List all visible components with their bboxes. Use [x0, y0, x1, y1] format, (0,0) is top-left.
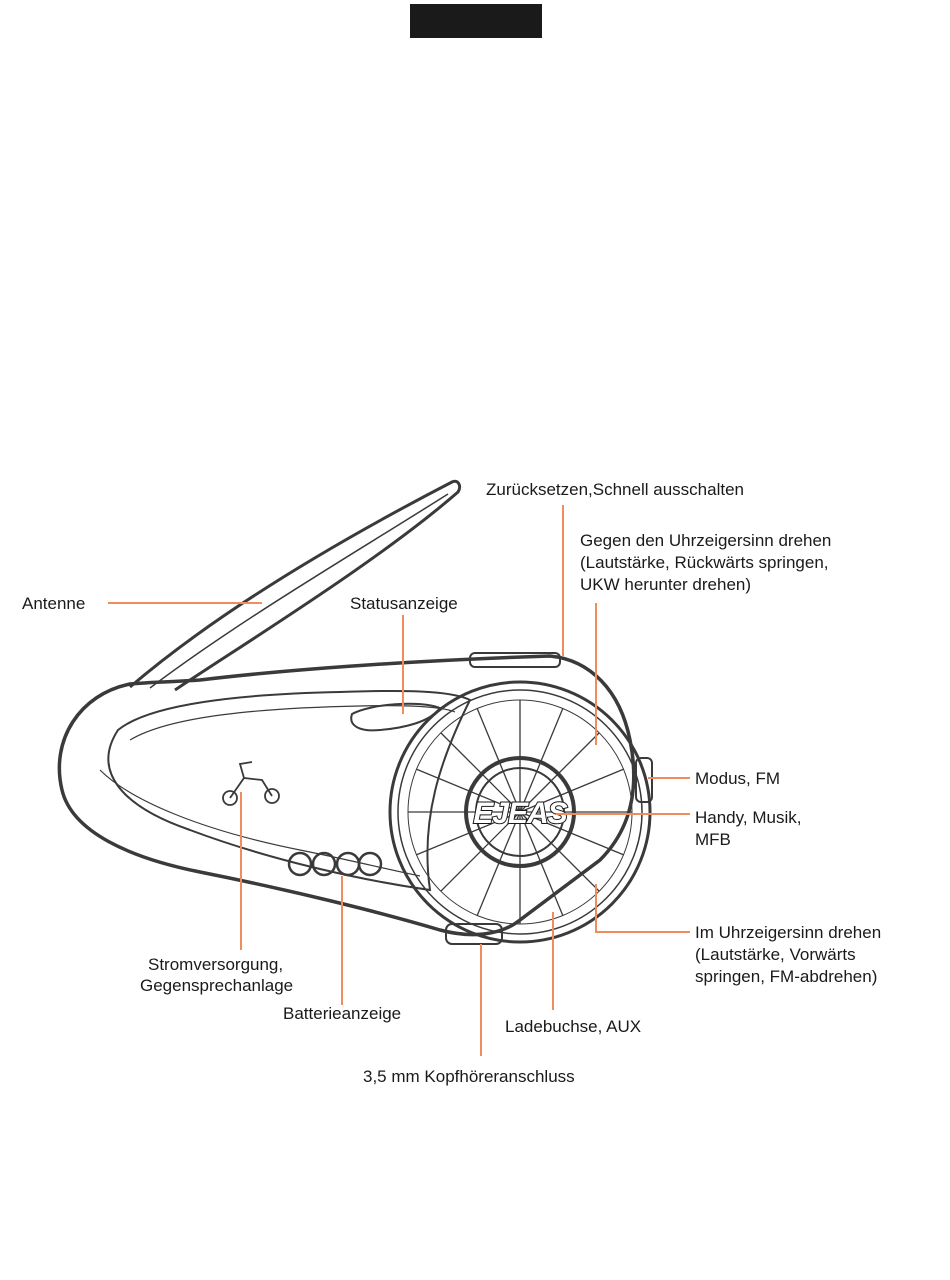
label-ccw-3: UKW herunter drehen) [580, 575, 751, 594]
label-phone-2: MFB [695, 830, 731, 849]
intercom-device: EJEAS [57, 479, 653, 945]
label-battery: Batterieanzeige [283, 1004, 401, 1023]
label-ccw-2: (Lautstärke, Rückwärts springen, [580, 553, 829, 572]
device-body [57, 654, 636, 937]
control-dial: EJEAS [388, 680, 652, 944]
label-reset: Zurücksetzen,Schnell ausschalten [486, 480, 744, 499]
reset-button [469, 652, 561, 668]
headphone-jack [445, 923, 503, 945]
battery-indicator [287, 851, 383, 877]
labels: Antenne Statusanzeige Zurücksetzen,Schne… [22, 480, 881, 1086]
header-bar [410, 4, 542, 38]
mode-button [635, 757, 653, 803]
label-phone-1: Handy, Musik, [695, 808, 801, 827]
label-status: Statusanzeige [350, 594, 458, 613]
logo-text: EJEAS [473, 797, 567, 830]
status-indicator [350, 702, 442, 732]
label-power-1: Stromversorgung, [148, 955, 283, 974]
antenna-shape [129, 479, 462, 692]
label-charging: Ladebuchse, AUX [505, 1017, 641, 1036]
label-cw-2: (Lautstärke, Vorwärts [695, 945, 856, 964]
leader-cw [595, 884, 690, 933]
label-cw-3: springen, FM-abdrehen) [695, 967, 877, 986]
leader-lines [108, 505, 690, 1056]
label-mode: Modus, FM [695, 769, 780, 788]
label-ccw-1: Gegen den Uhrzeigersinn drehen [580, 531, 831, 550]
label-cw-1: Im Uhrzeigersinn drehen [695, 923, 881, 942]
label-power-2: Gegensprechanlage [140, 976, 293, 995]
motorcycle-icon [222, 761, 280, 806]
label-headphone: 3,5 mm Kopfhöreranschluss [363, 1067, 575, 1086]
label-antenna: Antenne [22, 594, 85, 613]
